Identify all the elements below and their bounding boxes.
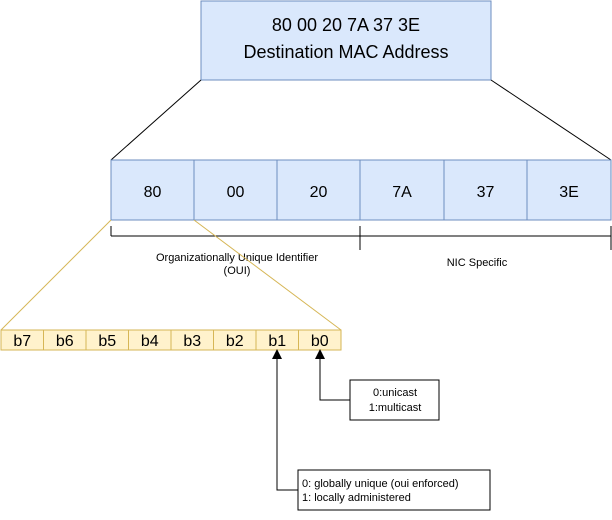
octet-label: 20 [310, 184, 328, 201]
bit-label: b0 [311, 333, 329, 350]
octet-row: 80 00 20 7A 37 3E [110, 159, 612, 221]
oui-abbrev-label: (OUI) [224, 265, 251, 277]
bit-label: b1 [268, 333, 286, 350]
octet-box: 00 [193, 159, 278, 221]
b1-arrow [272, 349, 298, 491]
bit-cell: b5 [85, 329, 129, 351]
bit-label: b6 [56, 333, 74, 350]
bit-cell: b7 [0, 329, 44, 351]
bit-cell: b3 [170, 329, 214, 351]
octet-label: 80 [144, 184, 162, 201]
bit-cell: b4 [128, 329, 172, 351]
octet-label: 7A [392, 184, 412, 201]
b0-note-line1: 0:unicast [373, 387, 417, 399]
expand-line-left [110, 79, 202, 161]
bit-label: b3 [183, 333, 201, 350]
mac-header-box: 80 00 20 7A 37 3E Destination MAC Addres… [200, 0, 492, 81]
bit-label: b2 [226, 333, 244, 350]
octet-box: 7A [359, 159, 445, 221]
octet-label: 3E [559, 184, 579, 201]
b0-arrow [315, 349, 350, 401]
bit-label: b4 [141, 333, 159, 350]
mac-address-value: 80 00 20 7A 37 3E [272, 15, 420, 35]
zoom-line-left [0, 219, 112, 331]
b1-note-box: 0: globally unique (oui enforced) 1: loc… [297, 469, 491, 511]
bit-cell: b6 [43, 329, 87, 351]
bit-row: b7 b6 b5 b4 b3 b2 b1 b0 [0, 329, 342, 351]
bit-label: b7 [13, 333, 31, 350]
b0-note-line2: 1:multicast [369, 402, 422, 414]
bit-label: b5 [98, 333, 116, 350]
group-brackets [110, 226, 612, 250]
b1-note-line1: 0: globally unique (oui enforced) [302, 478, 459, 490]
octet-box: 80 [110, 159, 195, 221]
zoom-line-right [193, 219, 342, 331]
oui-label: Organizationally Unique Identifier [156, 252, 318, 264]
octet-box: 3E [526, 159, 612, 221]
octet-label: 00 [227, 184, 245, 201]
octet-box: 20 [276, 159, 361, 221]
bit-cell: b2 [213, 329, 257, 351]
b0-note-box: 0:unicast 1:multicast [349, 379, 440, 421]
octet-box: 37 [443, 159, 528, 221]
bit-cell: b0 [298, 329, 342, 351]
mac-address-label: Destination MAC Address [243, 42, 448, 62]
octet-label: 37 [477, 184, 495, 201]
b1-note-line2: 1: locally administered [302, 492, 411, 504]
bit-cell: b1 [255, 329, 299, 351]
expand-line-right [490, 79, 612, 161]
nic-specific-label: NIC Specific [447, 257, 508, 269]
